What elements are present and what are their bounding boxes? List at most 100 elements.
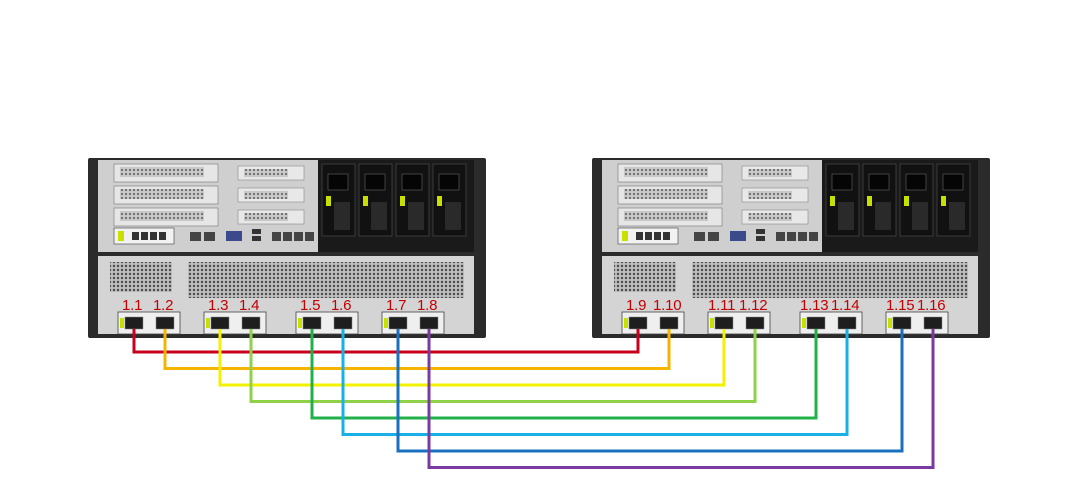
qsfp-port (714, 316, 734, 330)
cable-1.3-to-1.11 (218, 329, 726, 387)
rj45-port (776, 232, 785, 241)
port-label: 1.13 (800, 297, 829, 314)
vga-port (226, 231, 242, 241)
power-inlet (831, 173, 853, 191)
port-label: 1.12 (739, 297, 768, 314)
cable-1.5-to-1.13 (310, 329, 818, 420)
qsfp-port (241, 316, 261, 330)
cable-1.6-to-1.14 (341, 329, 849, 436)
rj45-port (798, 232, 807, 241)
nic-latch (888, 318, 892, 328)
rj45-port (294, 232, 303, 241)
psu-handle (334, 202, 350, 230)
rj45-port (204, 232, 215, 241)
slot-vent (748, 213, 792, 221)
power-inlet (905, 173, 927, 191)
io-port (636, 232, 643, 240)
rj45-port (190, 232, 201, 241)
vga-port (730, 231, 746, 241)
slot-vent (120, 189, 204, 199)
port-label: 1.11 (708, 297, 736, 314)
mgmt-latch (622, 231, 628, 241)
cable-1.4-to-1.12 (249, 329, 757, 403)
port-label: 1.2 (153, 297, 174, 314)
power-inlet (327, 173, 349, 191)
io-port (159, 232, 166, 240)
io-port (132, 232, 139, 240)
qsfp-port (806, 316, 826, 330)
psu-handle (838, 202, 854, 230)
power-inlet (438, 173, 460, 191)
psu-latch (400, 196, 405, 206)
slot-vent (120, 167, 204, 177)
port-label: 1.16 (917, 297, 946, 314)
rj45-port (283, 232, 292, 241)
psu-latch (830, 196, 835, 206)
io-port (150, 232, 157, 240)
slot-vent (244, 213, 288, 221)
io-port (663, 232, 670, 240)
cable-1.7-to-1.15 (396, 329, 904, 453)
qsfp-port (333, 316, 353, 330)
qsfp-port (388, 316, 408, 330)
qsfp-port (745, 316, 765, 330)
rj45-port (787, 232, 796, 241)
usb-port (252, 236, 261, 241)
slot-vent (244, 169, 288, 177)
slot-vent (624, 189, 708, 199)
cables-layer (132, 329, 935, 469)
servers-layer (88, 158, 990, 338)
port-label: 1.15 (886, 297, 915, 314)
cable-1.8-to-1.16 (427, 329, 935, 469)
qsfp-port (837, 316, 857, 330)
io-port (645, 232, 652, 240)
port-label: 1.4 (239, 297, 260, 314)
server-left (88, 158, 486, 338)
port-label: 1.5 (300, 297, 321, 314)
cable-1.1-to-1.9 (132, 329, 640, 354)
nic-latch (120, 318, 124, 328)
power-inlet (401, 173, 423, 191)
port-label: 1.7 (386, 297, 407, 314)
qsfp-port (419, 316, 439, 330)
psu-latch (941, 196, 946, 206)
mgmt-latch (118, 231, 124, 241)
power-inlet (364, 173, 386, 191)
slot-vent (624, 211, 708, 221)
psu-handle (408, 202, 424, 230)
qsfp-port (155, 316, 175, 330)
rj45-port (305, 232, 314, 241)
slot-vent (624, 167, 708, 177)
psu-handle (875, 202, 891, 230)
nic-latch (710, 318, 714, 328)
psu-latch (904, 196, 909, 206)
io-port (654, 232, 661, 240)
node-vent (692, 262, 968, 298)
port-label: 1.6 (331, 297, 352, 314)
port-label: 1.14 (831, 297, 860, 314)
port-label: 1.8 (417, 297, 438, 314)
qsfp-port (892, 316, 912, 330)
node-vent (614, 262, 676, 292)
node-vent (110, 262, 172, 292)
rj45-port (694, 232, 705, 241)
nic-latch (206, 318, 210, 328)
server-right (592, 158, 990, 338)
nic-latch (802, 318, 806, 328)
slot-vent (748, 169, 792, 177)
port-label: 1.10 (653, 297, 682, 314)
qsfp-port (923, 316, 943, 330)
qsfp-port (124, 316, 144, 330)
slot-vent (244, 191, 288, 199)
power-inlet (868, 173, 890, 191)
port-label: 1.9 (626, 297, 647, 314)
port-label: 1.1 (122, 297, 143, 314)
cable-1.2-to-1.10 (163, 329, 671, 370)
slot-vent (748, 191, 792, 199)
psu-latch (326, 196, 331, 206)
qsfp-port (628, 316, 648, 330)
qsfp-port (302, 316, 322, 330)
qsfp-port (659, 316, 679, 330)
